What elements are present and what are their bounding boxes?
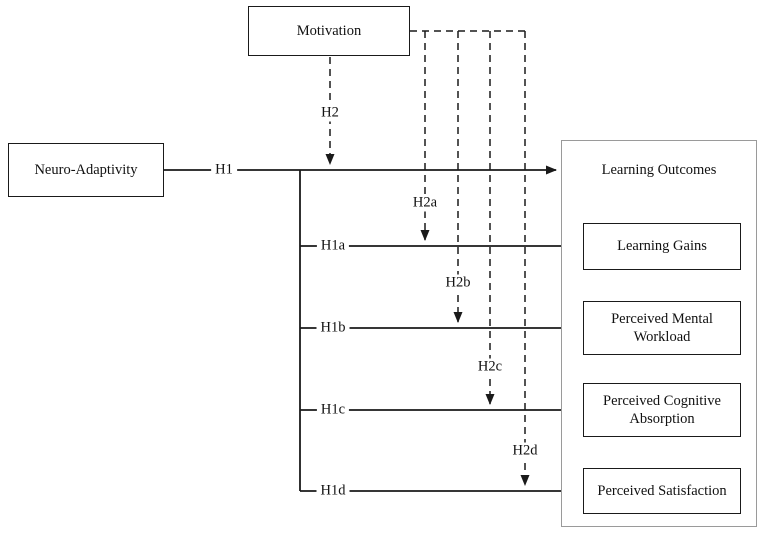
node-perceived-cognitive-absorption: Perceived Cognitive Absorption (583, 383, 741, 437)
label-h1: H1 (211, 161, 237, 179)
label-h2b: H2b (441, 274, 475, 292)
label-h2d: H2d (508, 442, 542, 460)
label-h2c: H2c (473, 358, 507, 376)
node-neuro-adaptivity: Neuro-Adaptivity (8, 143, 164, 197)
label-h1a: H1a (316, 237, 350, 255)
label-h1b: H1b (316, 319, 350, 337)
label-h1c: H1c (316, 401, 350, 419)
node-perceived-mental-workload: Perceived Mental Workload (583, 301, 741, 355)
node-perceived-satisfaction: Perceived Satisfaction (583, 468, 741, 514)
node-learning-gains: Learning Gains (583, 223, 741, 270)
node-motivation: Motivation (248, 6, 410, 56)
learning-outcomes-title: Learning Outcomes (601, 162, 717, 178)
label-h2: H2 (317, 104, 343, 122)
label-h1d: H1d (316, 482, 350, 500)
label-h2a: H2a (408, 194, 442, 212)
